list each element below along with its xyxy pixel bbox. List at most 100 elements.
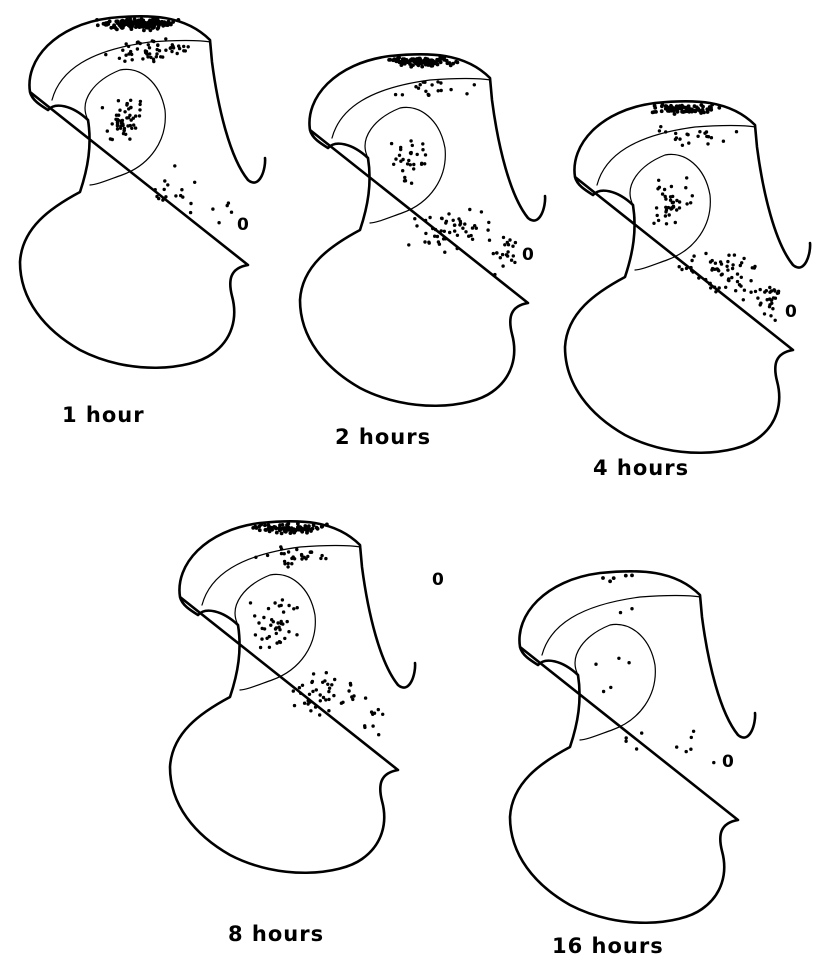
labeled-cell-dot xyxy=(309,709,312,712)
labeled-cell-dot xyxy=(690,109,694,113)
labeled-cell-dot xyxy=(155,55,158,58)
labeled-cell-dot xyxy=(706,110,710,114)
labeled-cell-dot xyxy=(453,229,456,232)
labeled-cell-dot xyxy=(154,188,157,191)
labeled-cell-dot xyxy=(514,241,517,244)
labeled-cell-dot xyxy=(486,228,489,231)
labeled-cell-dot xyxy=(267,607,270,610)
labeled-cell-dot xyxy=(292,607,295,610)
labeled-cell-dot xyxy=(423,240,426,243)
labeled-cell-dot xyxy=(333,678,336,681)
labeled-cell-dot xyxy=(128,137,131,140)
labeled-cell-dot xyxy=(123,60,126,63)
labeled-cell-dot xyxy=(283,637,286,640)
labeled-cell-dot xyxy=(440,89,443,92)
labeled-cell-dot xyxy=(123,110,126,113)
labeled-cell-dot xyxy=(261,627,264,630)
labeled-cell-dot xyxy=(687,141,690,144)
labeled-cell-dot xyxy=(303,702,306,705)
labeled-cell-dot xyxy=(309,529,313,533)
labeled-cell-dot xyxy=(152,60,155,63)
labeled-cell-dot xyxy=(258,528,262,532)
labeled-cell-dot xyxy=(130,53,133,56)
labeled-cell-dot xyxy=(326,683,329,686)
labeled-cell-dot xyxy=(290,526,294,530)
labeled-cell-dot xyxy=(768,291,771,294)
labeled-cell-dot xyxy=(512,254,515,257)
labeled-cell-dot xyxy=(268,646,271,649)
labeled-cell-dot xyxy=(311,690,314,693)
labeled-cell-dot xyxy=(325,523,329,527)
labeled-cell-dot xyxy=(665,222,668,225)
landmark-marker: 0 xyxy=(785,302,797,322)
labeled-cell-dot xyxy=(264,528,268,532)
labeled-cell-dot xyxy=(155,52,158,55)
labeled-cell-dot xyxy=(668,213,671,216)
labeled-cell-dot xyxy=(601,576,605,580)
labeled-cell-dot xyxy=(465,92,468,95)
labeled-cell-dot xyxy=(735,130,738,133)
labeled-cell-dot xyxy=(743,289,746,292)
labeled-cell-dot xyxy=(661,103,665,107)
labeled-cell-dot xyxy=(469,234,472,237)
labeled-cell-dot xyxy=(709,282,712,285)
labeled-cell-dot xyxy=(724,286,727,289)
labeled-cell-dot xyxy=(119,20,123,24)
labeled-cell-dot xyxy=(630,574,634,578)
labeled-cell-dot xyxy=(156,27,160,31)
labeled-cell-dot xyxy=(488,239,491,242)
labeled-cell-dot xyxy=(363,724,366,727)
labeled-cell-dot xyxy=(674,132,677,135)
labeled-cell-dot xyxy=(152,40,155,43)
labeled-cell-dot xyxy=(456,234,459,237)
labeled-cell-dot xyxy=(659,125,662,128)
labeled-cell-dot xyxy=(495,251,498,254)
labeled-cell-dot xyxy=(409,139,412,142)
labeled-cell-dot xyxy=(594,663,597,666)
section-outline xyxy=(170,521,415,873)
labeled-cell-dot xyxy=(773,288,776,291)
labeled-cell-dot xyxy=(768,303,771,306)
labeled-cell-dot xyxy=(420,162,423,165)
labeled-cell-dot xyxy=(505,253,508,256)
labeled-cell-dot xyxy=(675,109,679,113)
labeled-cell-dot xyxy=(119,24,123,28)
labeled-cell-dot xyxy=(440,217,443,220)
labeled-cell-dot xyxy=(768,286,771,289)
section-outline xyxy=(20,16,265,368)
labeled-cell-dot xyxy=(270,526,274,530)
labeled-cell-dot xyxy=(473,83,476,86)
labeled-cell-dot xyxy=(295,633,298,636)
labeled-cell-dot xyxy=(656,214,659,217)
labeled-cell-dot xyxy=(689,201,692,204)
labeled-cell-dot xyxy=(115,28,119,32)
labeled-cell-dot xyxy=(277,626,280,629)
labeled-cell-dot xyxy=(754,290,757,293)
labeled-cell-dot xyxy=(170,50,173,53)
labeled-cell-dot xyxy=(624,574,628,578)
labeled-cell-dot xyxy=(325,671,328,674)
labeled-cell-dot xyxy=(407,243,410,246)
labeled-cell-dot xyxy=(142,29,146,33)
labeled-cell-dot xyxy=(423,59,427,63)
labeled-cell-dot xyxy=(364,696,367,699)
labeled-cell-dot xyxy=(675,136,678,139)
labeled-cell-dot xyxy=(399,160,402,163)
labeled-cell-dot xyxy=(765,289,768,292)
labeled-cell-dot xyxy=(401,169,404,172)
labeled-cell-dot xyxy=(104,53,107,56)
labeled-cell-dot xyxy=(189,211,192,214)
labeled-cell-dot xyxy=(176,52,179,55)
labeled-cell-dot xyxy=(443,230,446,233)
labeled-cell-dot xyxy=(319,699,322,702)
panel-caption: 16 hours xyxy=(552,934,664,958)
labeled-cell-dot xyxy=(393,57,397,61)
labeled-cell-dot xyxy=(132,21,136,25)
labeled-cell-dot xyxy=(254,633,257,636)
labeled-cell-dot xyxy=(709,286,712,289)
labeled-cell-dot xyxy=(125,42,128,45)
labeled-cell-dot xyxy=(685,267,688,270)
labeled-cell-dot xyxy=(95,18,99,22)
labeled-cell-dot xyxy=(421,148,424,151)
labeled-cell-dot xyxy=(106,129,109,132)
